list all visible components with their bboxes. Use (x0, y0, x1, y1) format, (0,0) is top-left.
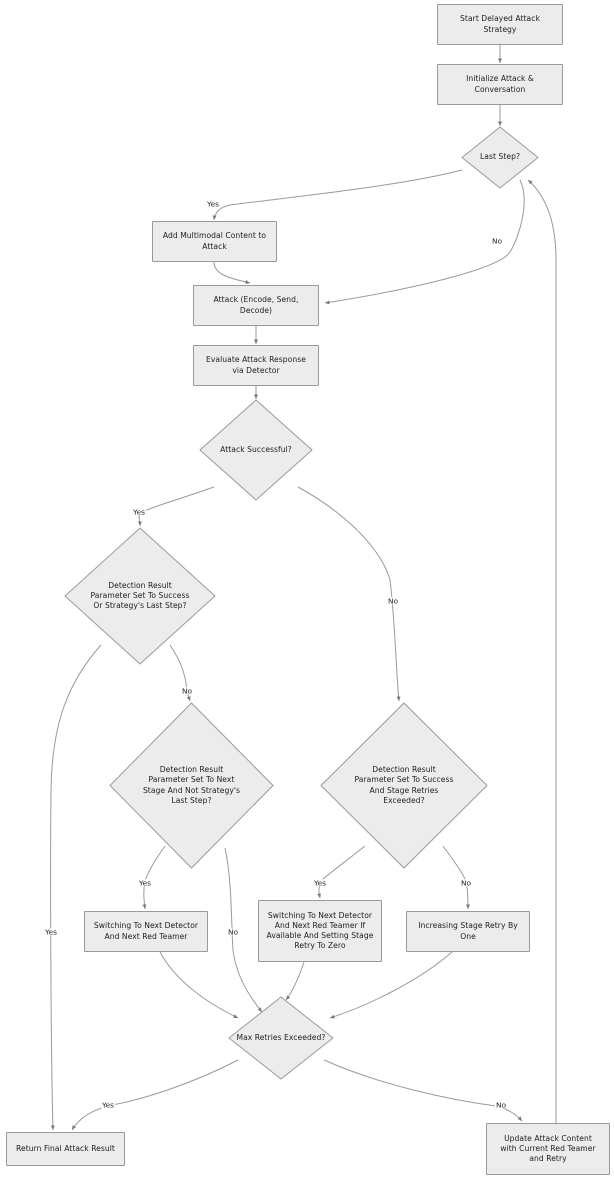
node-attack[interactable]: Attack (Encode, Send, Decode) (193, 285, 319, 326)
node-label-increase_retry: Increasing Stage Retry By One (418, 921, 518, 941)
node-detect_success_or_last[interactable]: Detection Result Parameter Set To Succes… (64, 527, 216, 665)
node-label-switch_detector: Switching To Next Detector And Next Red … (93, 921, 199, 941)
edge-label-e-detect2-switch: Yes (138, 878, 152, 888)
edge-label-e-maxretries-update: No (494, 1100, 508, 1110)
node-label-update_retry: Update Attack Content with Current Red T… (500, 1133, 596, 1163)
node-label-init: Initialize Attack & Conversation (466, 74, 534, 94)
edge-label-e-detect3-switchreset: Yes (313, 878, 327, 888)
node-return_result[interactable]: Return Final Attack Result (6, 1132, 125, 1166)
edge-label-e-success-detect1: Yes (132, 507, 146, 517)
edge-label-e-laststep-attack: No (490, 236, 504, 246)
edge-label-e-maxretries-return: Yes (101, 1100, 115, 1110)
diamond-shape (228, 996, 334, 1080)
node-last_step[interactable]: Last Step? (461, 126, 539, 189)
node-init[interactable]: Initialize Attack & Conversation (437, 64, 563, 105)
edge-label-e-success-detect3: No (386, 596, 400, 606)
node-switch_detector_reset[interactable]: Switching To Next Detector And Next Red … (258, 900, 382, 962)
node-label-attack: Attack (Encode, Send, Decode) (213, 295, 299, 315)
diamond-shape (109, 702, 274, 869)
diamond-shape (199, 399, 313, 501)
node-update_retry[interactable]: Update Attack Content with Current Red T… (486, 1123, 610, 1175)
diamond-shape (320, 702, 488, 869)
edge-label-e-laststep-multimodal: Yes (206, 199, 220, 209)
node-label-detect_stage_retries: Detection Result Parameter Set To Succes… (354, 765, 454, 805)
node-add_multimodal[interactable]: Add Multimodal Content to Attack (152, 221, 277, 262)
edge-label-e-detect1-detect2: No (180, 686, 194, 696)
node-label-evaluate: Evaluate Attack Response via Detector (206, 355, 306, 375)
node-label-add_multimodal: Add Multimodal Content to Attack (162, 231, 267, 251)
node-label-last_step: Last Step? (479, 152, 521, 162)
node-label-detect_next_stage: Detection Result Parameter Set To Next S… (142, 765, 241, 805)
node-start[interactable]: Start Delayed Attack Strategy (437, 4, 563, 45)
edge-label-e-detect3-increase: No (459, 878, 473, 888)
node-evaluate[interactable]: Evaluate Attack Response via Detector (193, 345, 319, 386)
node-label-detect_success_or_last: Detection Result Parameter Set To Succes… (90, 580, 190, 610)
diamond-shape (64, 527, 216, 665)
node-label-start: Start Delayed Attack Strategy (460, 14, 540, 34)
edge-label-e-detect1-return: Yes (44, 927, 58, 937)
edge-label-e-detect2-maxretries: No (226, 927, 240, 937)
node-detect_stage_retries[interactable]: Detection Result Parameter Set To Succes… (320, 702, 488, 869)
node-attack_successful[interactable]: Attack Successful? (199, 399, 313, 501)
node-label-attack_successful: Attack Successful? (220, 444, 292, 454)
node-switch_detector[interactable]: Switching To Next Detector And Next Red … (84, 911, 208, 952)
node-label-max_retries: Max Retries Exceeded? (236, 1032, 326, 1042)
node-detect_next_stage[interactable]: Detection Result Parameter Set To Next S… (109, 702, 274, 869)
node-increase_retry[interactable]: Increasing Stage Retry By One (406, 911, 530, 952)
node-label-return_result: Return Final Attack Result (16, 1143, 115, 1153)
diamond-shape (461, 126, 539, 189)
node-max_retries[interactable]: Max Retries Exceeded? (228, 996, 334, 1080)
node-label-switch_detector_reset: Switching To Next Detector And Next Red … (266, 910, 374, 951)
